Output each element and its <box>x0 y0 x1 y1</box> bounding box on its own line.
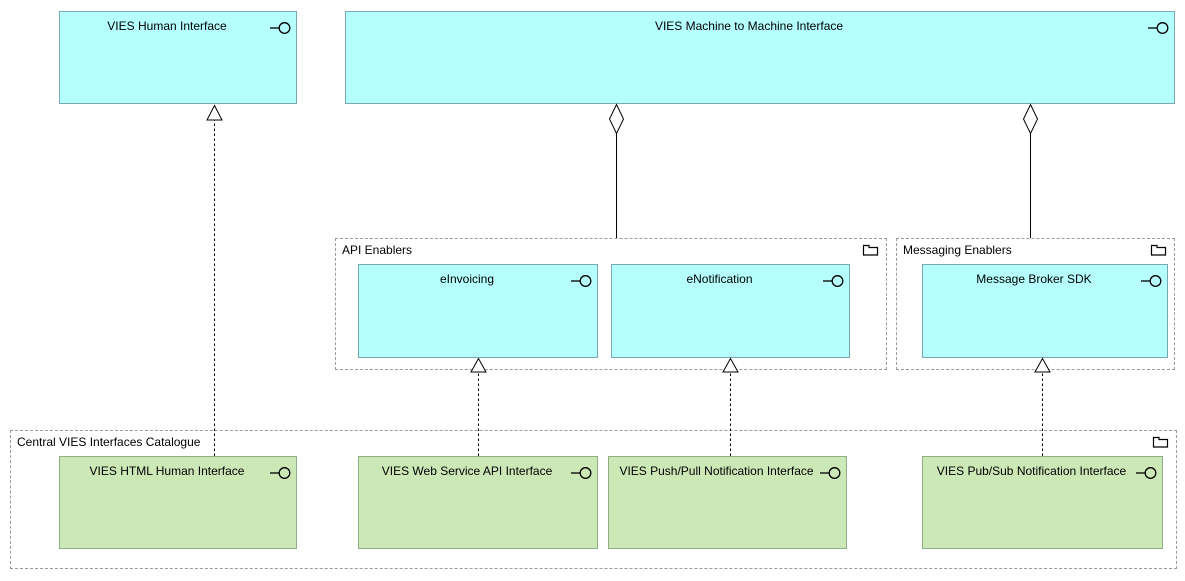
element-einvoicing[interactable]: eInvoicing <box>358 264 598 358</box>
interface-lollipop-icon <box>571 467 592 479</box>
element-label: VIES HTML Human Interface <box>89 464 245 478</box>
grouping-folder-icon <box>1150 244 1167 256</box>
grouping-folder-icon <box>1152 436 1169 448</box>
element-label: VIES Web Service API Interface <box>381 464 553 478</box>
interface-lollipop-icon <box>820 467 841 479</box>
grouping-folder-icon <box>862 244 879 256</box>
element-vies-push-pull-notification-interface[interactable]: VIES Push/Pull Notification Interface <box>608 456 847 549</box>
element-message-broker-sdk[interactable]: Message Broker SDK <box>922 264 1168 358</box>
element-label: eNotification <box>686 272 753 286</box>
interface-lollipop-icon <box>1136 467 1157 479</box>
element-label: Message Broker SDK <box>976 272 1092 286</box>
group-central-catalogue-label: Central VIES Interfaces Catalogue <box>17 435 201 449</box>
aggregation-connector <box>608 103 625 238</box>
element-label: VIES Human Interface <box>107 19 227 33</box>
interface-lollipop-icon <box>571 275 592 287</box>
group-messaging-enablers-label: Messaging Enablers <box>903 243 1012 257</box>
group-api-enablers[interactable]: API Enablers <box>335 238 887 370</box>
element-label: VIES Machine to Machine Interface <box>654 19 844 33</box>
element-label: VIES Push/Pull Notification Interface <box>619 464 814 478</box>
element-vies-web-service-api-interface[interactable]: VIES Web Service API Interface <box>358 456 598 549</box>
interface-lollipop-icon <box>1141 275 1162 287</box>
interface-lollipop-icon <box>270 22 291 34</box>
group-central-vies-interfaces-catalogue[interactable]: Central VIES Interfaces Catalogue <box>10 430 1177 569</box>
element-enotification[interactable]: eNotification <box>611 264 850 358</box>
interface-lollipop-icon <box>1148 22 1169 34</box>
element-label: eInvoicing <box>439 272 495 286</box>
realization-connector <box>206 104 223 456</box>
element-vies-html-human-interface[interactable]: VIES HTML Human Interface <box>59 456 297 549</box>
interface-lollipop-icon <box>823 275 844 287</box>
group-api-enablers-label: API Enablers <box>342 243 413 257</box>
element-vies-machine-to-machine-interface[interactable]: VIES Machine to Machine Interface <box>345 11 1175 104</box>
aggregation-connector <box>1022 103 1039 238</box>
element-vies-human-interface[interactable]: VIES Human Interface <box>59 11 297 104</box>
element-label: VIES Pub/Sub Notification Interface <box>936 464 1127 478</box>
element-vies-pub-sub-notification-interface[interactable]: VIES Pub/Sub Notification Interface <box>922 456 1163 549</box>
interface-lollipop-icon <box>270 467 291 479</box>
